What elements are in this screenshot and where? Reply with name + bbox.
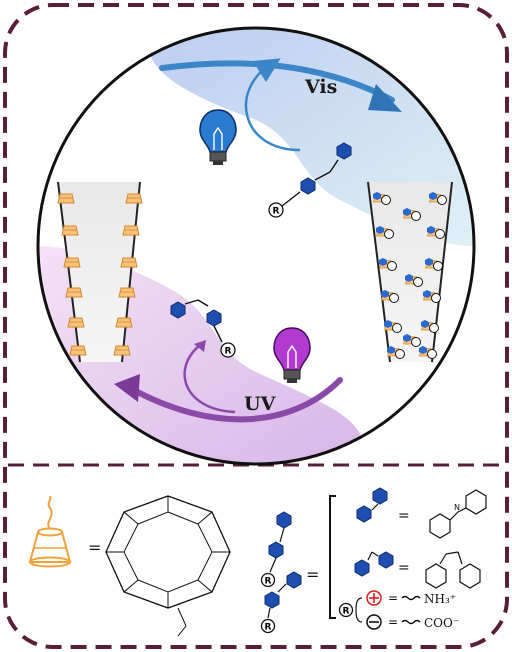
nh3-label: NH₃⁺ [424,592,456,606]
cis-azobenzene-guest: R [170,299,236,358]
equals-plus: = [388,591,398,605]
legend-cis-row: = [354,551,481,589]
right-nanochannel [367,181,453,363]
r-symbol-mid: R [225,347,232,357]
legend-cis-guest: R [260,571,302,634]
left-nanochannel [57,181,143,363]
cyclodextrin-icon [28,495,72,568]
coo-label: COO⁻ [424,616,459,630]
svg-text:N: N [454,503,460,512]
legend-r-definition: R = = NH₃⁺ COO⁻ [338,590,459,630]
r-symbol-def: R [343,607,350,617]
equals-trans: = [398,508,410,524]
visible-light-bulb-icon [199,109,237,165]
vis-arrowhead [368,84,402,112]
uv-main-arrow [127,377,343,423]
equals-cd: = [88,538,101,557]
vis-curved-arrow [244,58,301,152]
r-symbol-top: R [273,207,280,217]
legend-trans-row: = N [356,487,487,539]
uv-arrowhead [114,374,140,402]
vis-label: Vis [304,76,337,98]
legend-trans-guest: R [260,511,292,588]
equals-minus: = [388,615,398,629]
uv-light-bulb-icon [273,327,311,383]
beta-cyclodextrin-structure [105,495,231,637]
equals-guest: = [306,565,319,584]
trans-azobenzene-guest: R [268,142,352,218]
r-symbol-legend-1: R [265,577,272,587]
uv-curved-arrow [183,344,236,414]
r-symbol-legend-2: R [265,623,272,633]
uv-label: UV [244,393,277,415]
equals-cis: = [398,560,410,576]
legend-bracket [329,495,336,619]
outer-dashed-frame [3,3,509,649]
